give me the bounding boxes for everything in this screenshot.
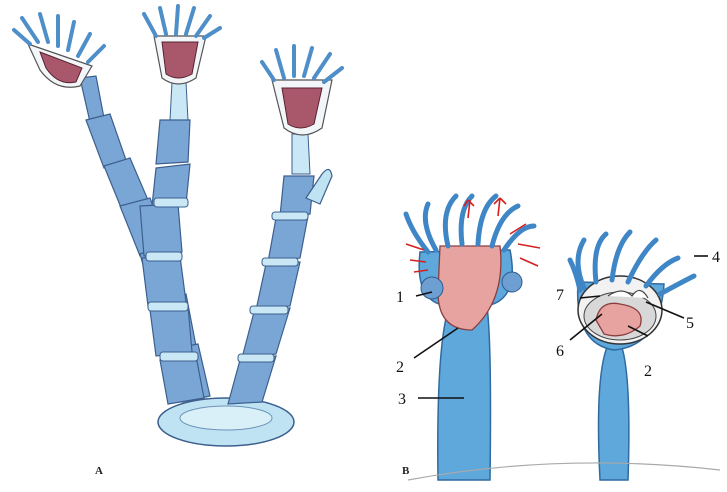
panel-b-label: B xyxy=(402,465,410,477)
hydranth-middle xyxy=(144,6,220,84)
polyp-b-left: 1 2 3 xyxy=(396,196,540,480)
label-4: 4 xyxy=(712,249,720,266)
label-2: 2 xyxy=(396,359,404,376)
stalk-middle xyxy=(140,82,204,404)
stalk-right xyxy=(228,134,332,404)
label-5: 5 xyxy=(686,315,694,332)
panel-a-label: A xyxy=(95,465,103,477)
label-6: 6 xyxy=(556,343,564,360)
hydranth-right xyxy=(262,46,342,135)
label-3: 3 xyxy=(398,391,406,408)
stomach-b-right xyxy=(596,303,641,335)
label-7: 7 xyxy=(556,287,564,304)
stalk-b-right xyxy=(599,338,629,480)
polyp-b-right: 4 5 6 7 2 xyxy=(556,232,720,480)
stomach-b-left xyxy=(438,246,501,330)
label-2b: 2 xyxy=(644,363,652,380)
label-1: 1 xyxy=(396,289,404,306)
colony-a: A xyxy=(14,6,342,477)
